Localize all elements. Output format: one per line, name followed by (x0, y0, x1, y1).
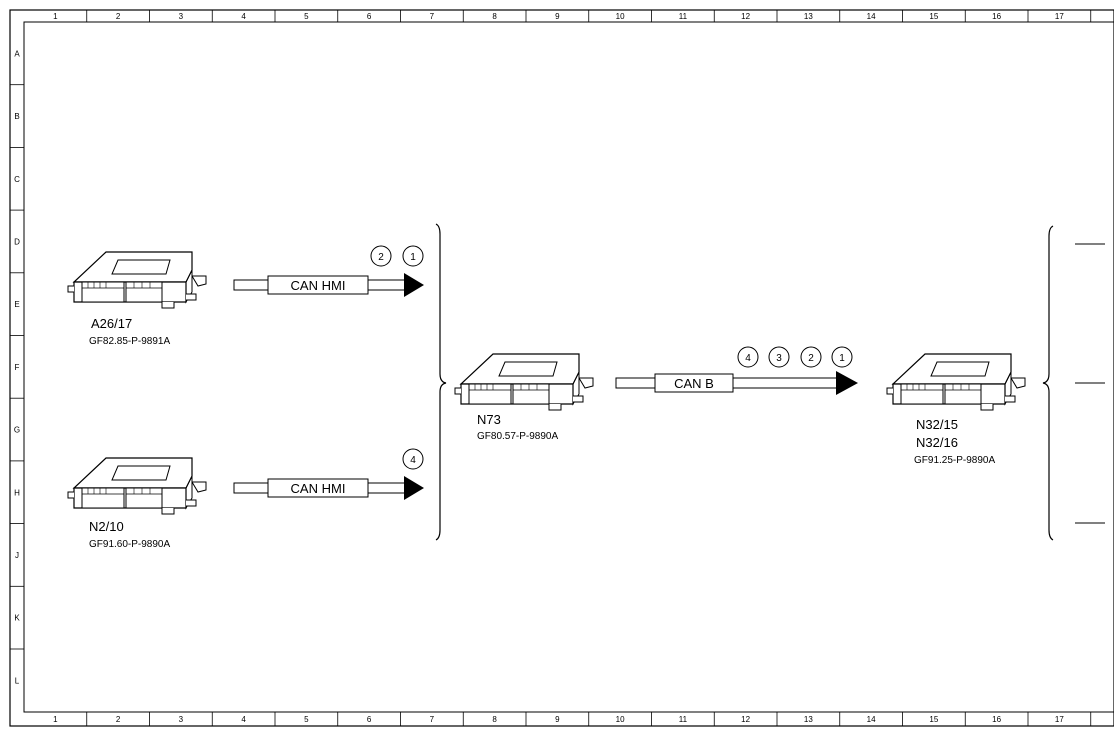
grid-col-label-top-2: 2 (116, 12, 121, 21)
grid-col-label-bottom-1: 1 (53, 715, 58, 724)
grid-col-label-top-4: 4 (241, 12, 246, 21)
grid-col-label-top-12: 12 (741, 12, 750, 21)
grid-row-label-C: C (14, 175, 20, 184)
svg-text:2: 2 (808, 353, 814, 364)
bus-can-hmi-top-label: CAN HMI (291, 278, 346, 293)
grid-col-label-bottom-5: 5 (304, 715, 309, 724)
ecu-n73-partno: GF80.57-P-9890A (477, 431, 558, 442)
group-brace-targets (1042, 225, 1054, 541)
ecu-a26-17-partno: GF82.85-P-9891A (89, 336, 170, 347)
bus-can-b-marker-2: 2 (800, 346, 822, 368)
grid-col-label-bottom-15: 15 (929, 715, 938, 724)
bus-can-b-marker-1: 1 (831, 346, 853, 368)
grid-col-label-bottom-2: 2 (116, 715, 121, 724)
grid-row-label-L: L (15, 676, 20, 685)
grid-col-label-top-15: 15 (929, 12, 938, 21)
grid-col-label-bottom-3: 3 (179, 715, 184, 724)
grid-col-label-top-16: 16 (992, 12, 1001, 21)
bus-can-hmi-bottom[interactable]: CAN HMI 4 (233, 448, 424, 500)
ecu-n32-label-1: N32/15 (916, 417, 958, 432)
ecu-a26-17-label: A26/17 (91, 316, 132, 331)
ecu-n2-10-label: N2/10 (89, 519, 124, 534)
grid-col-label-top-3: 3 (179, 12, 184, 21)
bus-can-hmi-bottom-marker-4: 4 (402, 448, 424, 470)
drawing-area-border (23, 21, 1114, 713)
ecu-n2-10-partno: GF91.60-P-9890A (89, 539, 170, 550)
grid-col-label-top-1: 1 (53, 12, 58, 21)
grid-row-label-E: E (14, 300, 19, 309)
grid-col-label-top-6: 6 (367, 12, 372, 21)
grid-col-label-bottom-17: 17 (1055, 715, 1064, 724)
svg-text:1: 1 (839, 353, 845, 364)
grid-row-label-B: B (14, 112, 19, 121)
grid-col-label-top-17: 17 (1055, 12, 1064, 21)
ecu-n2-10[interactable]: N2/10 GF91.60-P-9890A (67, 457, 207, 550)
svg-text:2: 2 (378, 252, 384, 263)
bus-can-b[interactable]: CAN B 4 3 2 1 (615, 346, 858, 395)
grid-col-label-bottom-16: 16 (992, 715, 1001, 724)
grid-col-label-bottom-9: 9 (555, 715, 560, 724)
grid-row-labels: A B C D E F G H J K L (10, 49, 24, 685)
grid-row-label-F: F (15, 363, 20, 372)
bus-can-hmi-top-marker-1: 1 (402, 245, 424, 267)
grid-col-label-bottom-7: 7 (430, 715, 435, 724)
grid-col-label-top-9: 9 (555, 12, 560, 21)
bus-can-b-label: CAN B (674, 376, 714, 391)
grid-row-label-A: A (14, 49, 20, 58)
ecu-n32-label-2: N32/16 (916, 435, 958, 450)
bus-can-b-marker-3: 3 (768, 346, 790, 368)
bus-can-hmi-top[interactable]: CAN HMI 2 1 (233, 245, 424, 297)
grid-col-label-top-7: 7 (430, 12, 435, 21)
ecu-n73[interactable]: N73 GF80.57-P-9890A (454, 353, 594, 442)
svg-text:1: 1 (410, 252, 416, 263)
ecu-n73-label: N73 (477, 412, 501, 427)
grid-col-label-bottom-4: 4 (241, 715, 246, 724)
svg-text:4: 4 (410, 455, 416, 466)
bus-can-hmi-bottom-label: CAN HMI (291, 481, 346, 496)
grid-row-label-K: K (14, 614, 20, 623)
group-brace-sources (435, 223, 447, 541)
grid-col-label-top-14: 14 (867, 12, 876, 21)
svg-text:3: 3 (776, 353, 782, 364)
ecu-a26-17[interactable]: A26/17 GF82.85-P-9891A (67, 251, 207, 347)
grid-col-label-bottom-14: 14 (867, 715, 876, 724)
grid-col-label-top-11: 11 (679, 12, 688, 21)
ecu-n32[interactable]: N32/15 N32/16 GF91.25-P-9890A (886, 353, 1026, 466)
ecu-n32-partno: GF91.25-P-9890A (914, 455, 995, 466)
grid-row-label-H: H (14, 488, 20, 497)
grid-col-label-bottom-10: 10 (616, 715, 625, 724)
grid-col-label-bottom-13: 13 (804, 715, 813, 724)
bus-can-hmi-top-marker-2: 2 (370, 245, 392, 267)
grid-col-label-bottom-11: 11 (679, 715, 688, 724)
grid-col-label-top-13: 13 (804, 12, 813, 21)
grid-col-label-bottom-6: 6 (367, 715, 372, 724)
grid-col-label-bottom-12: 12 (741, 715, 750, 724)
grid-row-label-J: J (15, 551, 19, 560)
grid-col-label-top-10: 10 (616, 12, 625, 21)
grid-col-label-bottom-8: 8 (492, 715, 497, 724)
grid-row-label-G: G (14, 426, 20, 435)
grid-row-label-D: D (14, 237, 20, 246)
grid-col-label-top-8: 8 (492, 12, 497, 21)
bus-can-b-marker-4: 4 (737, 346, 759, 368)
sheet-frame (9, 9, 1114, 727)
svg-text:4: 4 (745, 353, 751, 364)
grid-col-label-top-5: 5 (304, 12, 309, 21)
